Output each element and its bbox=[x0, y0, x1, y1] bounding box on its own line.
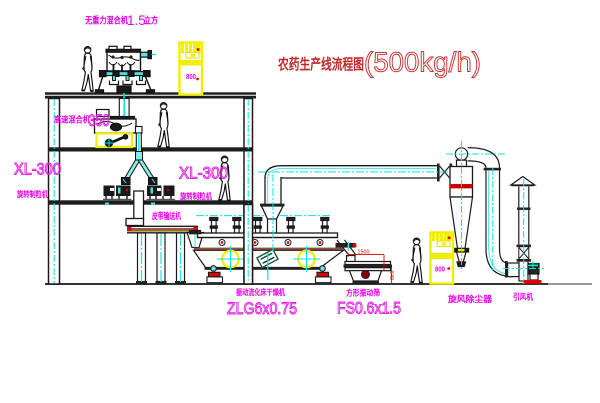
svg-text:无重力混合机: 无重力混合机 bbox=[84, 15, 128, 26]
svg-text:FS0.6x1.5: FS0.6x1.5 bbox=[337, 299, 401, 318]
svg-text:高速混合机: 高速混合机 bbox=[54, 115, 90, 125]
svg-text:1500: 1500 bbox=[358, 250, 370, 256]
svg-text:方形振动筛: 方形振动筛 bbox=[346, 288, 380, 298]
svg-text:540: 540 bbox=[388, 271, 394, 280]
svg-text:ZLG6x0.75: ZLG6x0.75 bbox=[227, 299, 297, 318]
svg-text:振动流化床干燥机: 振动流化床干燥机 bbox=[236, 287, 285, 297]
svg-text:农药生产线流程图: 农药生产线流程图 bbox=[277, 56, 364, 74]
svg-text:350: 350 bbox=[89, 112, 110, 130]
svg-text:旋转制粒机: 旋转制粒机 bbox=[16, 189, 48, 199]
svg-text:1.5: 1.5 bbox=[127, 13, 146, 28]
svg-text:800: 800 bbox=[435, 267, 445, 274]
svg-text:立方: 立方 bbox=[144, 15, 158, 26]
svg-text:旋风除尘器: 旋风除尘器 bbox=[447, 294, 493, 304]
svg-text:XL-300: XL-300 bbox=[179, 164, 228, 183]
svg-text:XL-300: XL-300 bbox=[14, 161, 61, 179]
svg-text:旋转制粒机: 旋转制粒机 bbox=[179, 191, 212, 201]
svg-text:(500kg/h): (500kg/h) bbox=[364, 47, 481, 78]
svg-text:引风机: 引风机 bbox=[513, 292, 533, 302]
svg-text:800: 800 bbox=[186, 74, 196, 81]
svg-text:皮带输送机: 皮带输送机 bbox=[151, 211, 181, 221]
